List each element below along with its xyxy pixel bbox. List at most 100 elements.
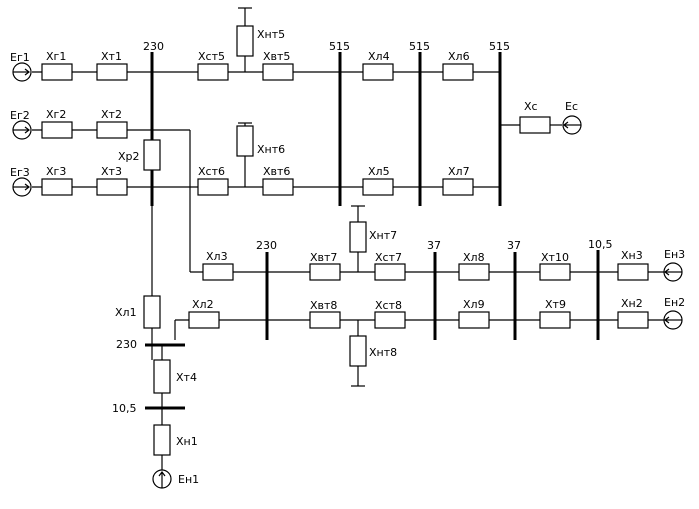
label-xt4: Xт4	[176, 371, 197, 384]
ec-source-icon	[562, 115, 582, 135]
label-xt3: Xт3	[101, 165, 122, 178]
label-en3: Eн3	[664, 248, 685, 261]
label-bus-515-2: 515	[409, 40, 430, 53]
xl3-element	[202, 263, 234, 281]
label-bus-37-2: 37	[507, 239, 521, 252]
label-xt2: Xт2	[101, 108, 122, 121]
label-xst6: Xст6	[198, 165, 225, 178]
xst5-element	[197, 63, 229, 81]
label-xl2: Xл2	[192, 298, 214, 311]
xt4-element	[153, 359, 171, 394]
label-xg3: Xг3	[46, 165, 66, 178]
eg2-source-icon	[12, 120, 32, 140]
en3-source-icon	[663, 262, 683, 282]
xg2-element	[41, 121, 73, 139]
label-xvt8: Xвт8	[310, 299, 337, 312]
xl1-element	[143, 295, 161, 329]
label-xt1: Xт1	[101, 50, 122, 63]
label-xvt7: Xвт7	[310, 251, 337, 264]
label-xnt8: Xнт8	[369, 346, 397, 359]
xl8-element	[458, 263, 490, 281]
label-xg2: Xг2	[46, 108, 66, 121]
label-en2: Eн2	[664, 296, 685, 309]
xvt6-element	[262, 178, 294, 196]
label-xr2: Xр2	[118, 150, 140, 163]
label-xl1: Xл1	[115, 306, 137, 319]
xl7-element	[442, 178, 474, 196]
xst6-element	[197, 178, 229, 196]
xnt8-element	[349, 335, 367, 367]
label-xl9: Xл9	[463, 298, 485, 311]
label-xc: Xс	[524, 100, 538, 113]
xl5-element	[362, 178, 394, 196]
label-xl4: Xл4	[368, 50, 390, 63]
xg1-element	[41, 63, 73, 81]
label-eg3: Eг3	[10, 166, 30, 179]
label-xl5: Xл5	[368, 165, 390, 178]
xn3-element	[617, 263, 649, 281]
label-xl8: Xл8	[463, 251, 485, 264]
xt2-element	[96, 121, 128, 139]
en1-source-icon	[152, 469, 172, 489]
label-xnt7: Xнт7	[369, 229, 397, 242]
xn1-element	[153, 424, 171, 456]
label-ec: Eс	[565, 100, 578, 113]
label-bus-515-3: 515	[489, 40, 510, 53]
xst8-element	[374, 311, 406, 329]
label-xn2: Xн2	[621, 297, 643, 310]
label-bus-230-top: 230	[143, 40, 164, 53]
label-eg2: Eг2	[10, 109, 30, 122]
sources	[12, 62, 683, 489]
xl6-element	[442, 63, 474, 81]
xvt8-element	[309, 311, 341, 329]
xvt5-element	[262, 63, 294, 81]
label-xt9: Xт9	[545, 298, 566, 311]
label-bus-10-5-left: 10,5	[112, 402, 137, 415]
label-xn1: Xн1	[176, 435, 198, 448]
label-xvt6: Xвт6	[263, 165, 290, 178]
label-xg1: Xг1	[46, 50, 66, 63]
xt1-element	[96, 63, 128, 81]
xt10-element	[539, 263, 571, 281]
eg1-source-icon	[12, 62, 32, 82]
label-xn3: Xн3	[621, 249, 643, 262]
label-xst8: Xст8	[375, 299, 402, 312]
label-xst7: Xст7	[375, 251, 402, 264]
eg3-source-icon	[12, 177, 32, 197]
label-en1: Eн1	[178, 473, 199, 486]
label-xl3: Xл3	[206, 250, 228, 263]
xr2-element	[143, 139, 161, 171]
label-bus-515-1: 515	[329, 40, 350, 53]
label-bus-37-1: 37	[427, 239, 441, 252]
xnt6-element	[236, 125, 254, 157]
impedances	[41, 25, 649, 456]
xl4-element	[362, 63, 394, 81]
label-xt10: Xт10	[541, 251, 569, 264]
xvt7-element	[309, 263, 341, 281]
label-xl7: Xл7	[448, 165, 470, 178]
xg3-element	[41, 178, 73, 196]
xc-element	[519, 116, 551, 134]
label-xl6: Xл6	[448, 50, 470, 63]
buses	[145, 52, 600, 410]
label-eg1: Eг1	[10, 51, 30, 64]
label-bus-230-mid: 230	[256, 239, 277, 252]
label-bus-10-5-right: 10,5	[588, 238, 613, 251]
xnt5-element	[236, 25, 254, 57]
xl9-element	[458, 311, 490, 329]
xl2-element	[188, 311, 220, 329]
label-bus-230-left: 230	[116, 338, 137, 351]
xt9-element	[539, 311, 571, 329]
label-xst5: Xст5	[198, 50, 225, 63]
label-xvt5: Xвт5	[263, 50, 290, 63]
labels: Eг1 Eг2 Eг3 Eс Eн3 Eн2 Eн1 Xг1 Xт1 Xст5 …	[10, 28, 685, 486]
label-xnt6: Xнт6	[257, 143, 285, 156]
xst7-element	[374, 263, 406, 281]
xnt7-element	[349, 221, 367, 253]
en2-source-icon	[663, 310, 683, 330]
xt3-element	[96, 178, 128, 196]
label-xnt5: Xнт5	[257, 28, 285, 41]
xn2-element	[617, 311, 649, 329]
